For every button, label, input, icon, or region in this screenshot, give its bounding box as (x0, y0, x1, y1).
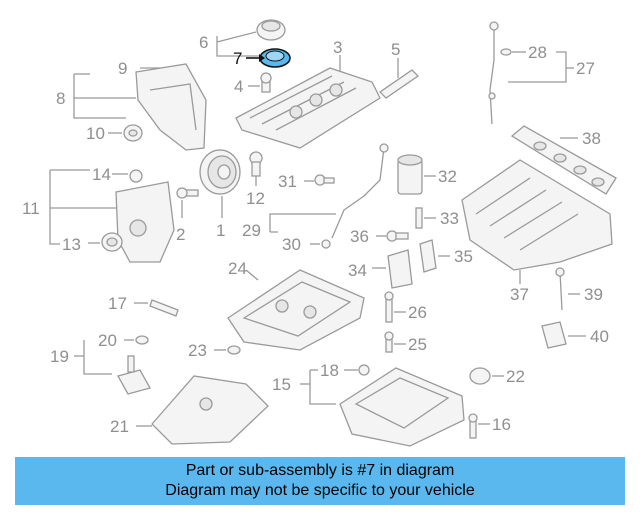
part-34-oil-cooler[interactable] (387, 249, 413, 289)
part-17-bracket[interactable] (149, 299, 179, 317)
callout-5: 5 (391, 40, 400, 59)
callout-17: 17 (108, 294, 127, 313)
callout-3: 3 (333, 38, 342, 57)
callout-31: 31 (278, 172, 297, 191)
part-25-bolt[interactable] (384, 331, 394, 353)
callout-20: 20 (98, 331, 117, 350)
callout-33: 33 (440, 209, 459, 228)
callout-27: 27 (576, 59, 595, 78)
part-1-crankshaft-pulley[interactable] (199, 149, 241, 195)
part-26-bolt[interactable] (384, 291, 394, 323)
callout-36: 36 (350, 227, 369, 246)
part-14-seal[interactable] (129, 169, 143, 183)
part-24-upper-oil-pan[interactable] (227, 269, 365, 351)
callout-8: 8 (56, 89, 65, 108)
callout-34: 34 (348, 261, 367, 280)
callout-4: 4 (234, 77, 243, 96)
callout-26: 26 (408, 303, 427, 322)
callout-29: 29 (242, 221, 261, 240)
callout-15: 15 (272, 375, 291, 394)
part-27-dipstick[interactable] (488, 21, 499, 125)
part-7-seal-highlighted[interactable] (259, 48, 291, 68)
part-20-o-ring[interactable] (135, 335, 149, 345)
part-22-plug[interactable] (469, 367, 491, 385)
part-6-oil-filler-cap[interactable] (256, 19, 286, 41)
callout-7: 7 (233, 49, 242, 68)
part-5-bracket[interactable] (378, 69, 420, 99)
part-36-bolt[interactable] (386, 230, 409, 242)
callout-11: 11 (22, 199, 40, 218)
part-10-seal[interactable] (123, 124, 143, 142)
callout-32: 32 (438, 167, 457, 186)
part-4-bolt[interactable] (260, 72, 272, 93)
part-9-timing-cover-upper[interactable] (135, 63, 207, 151)
part-33-stud[interactable] (415, 207, 423, 229)
part-40-sensor[interactable] (541, 321, 567, 349)
part-28-o-ring[interactable] (500, 48, 512, 56)
part-19-oil-level-sensor[interactable] (117, 355, 151, 395)
part-16-bolt[interactable] (468, 413, 478, 439)
callout-21: 21 (110, 417, 129, 436)
part-18-drain-plug[interactable] (358, 364, 370, 376)
callout-13: 13 (62, 235, 81, 254)
callout-2: 2 (176, 225, 185, 244)
callout-19: 19 (50, 347, 69, 366)
part-30-bolt[interactable] (321, 239, 331, 249)
part-35-gasket[interactable] (419, 239, 437, 273)
part-11-timing-cover-lower[interactable] (115, 181, 175, 263)
callout-39: 39 (584, 285, 603, 304)
callout-9: 9 (118, 59, 127, 78)
banner-line-2: Diagram may not be specific to your vehi… (165, 482, 475, 499)
part-info-banner: Part or sub-assembly is #7 in diagram Di… (15, 457, 625, 505)
callout-1: 1 (216, 221, 225, 240)
callout-40: 40 (590, 327, 609, 346)
callout-10: 10 (86, 124, 105, 143)
callout-18: 18 (320, 361, 339, 380)
part-2-bolt[interactable] (176, 187, 199, 199)
callout-35: 35 (454, 247, 473, 266)
callout-37: 37 (510, 285, 529, 304)
part-13-seal[interactable] (101, 232, 123, 252)
part-39-sensor[interactable] (555, 267, 565, 311)
callout-23: 23 (188, 341, 207, 360)
callout-30: 30 (282, 235, 301, 254)
callout-6: 6 (199, 33, 208, 52)
callout-12: 12 (246, 189, 265, 208)
part-23-o-ring[interactable] (227, 345, 241, 355)
part-21-oil-baffle[interactable] (151, 375, 269, 445)
part-38-intake-gasket[interactable] (510, 125, 617, 195)
banner-line-1: Part or sub-assembly is #7 in diagram (185, 462, 455, 479)
callout-16: 16 (492, 415, 511, 434)
part-12-bolt[interactable] (249, 151, 263, 177)
callout-14: 14 (92, 165, 111, 184)
part-29-dipstick-tube[interactable] (331, 143, 389, 239)
callout-28: 28 (528, 43, 547, 62)
part-37-intake-manifold[interactable] (461, 159, 613, 271)
callout-24: 24 (228, 259, 247, 278)
part-32-oil-filter[interactable] (397, 154, 423, 195)
part-31-bolt[interactable] (314, 174, 335, 186)
part-15-lower-oil-pan[interactable] (339, 367, 465, 447)
callout-38: 38 (582, 129, 601, 148)
part-3-valve-cover[interactable] (235, 67, 381, 149)
callout-25: 25 (408, 335, 427, 354)
parts-diagram: 6 7 3 4 5 9 8 10 (22, 19, 617, 447)
callout-22: 22 (506, 367, 525, 386)
